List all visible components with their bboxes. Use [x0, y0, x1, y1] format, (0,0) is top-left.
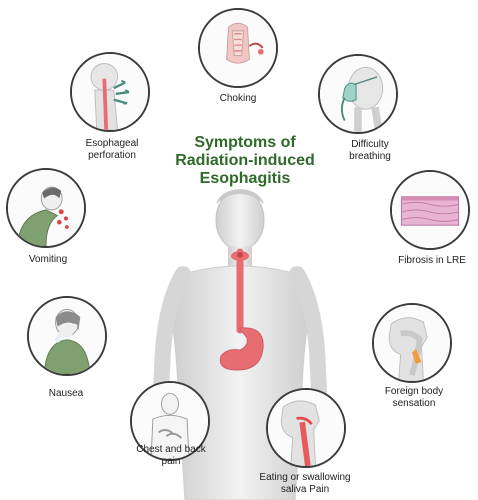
label-nausea-line-1: Nausea: [48, 388, 84, 399]
oxygen-mask-breathing-icon: [320, 56, 396, 132]
badge-vomiting: [6, 168, 86, 248]
badge-difficulty-breathing: [318, 54, 398, 134]
tissue-fibrosis-icon: [392, 172, 468, 248]
label-esophageal-perforation-line-1: Esophageal: [85, 138, 139, 149]
badge-swallowing-pain: [266, 388, 346, 468]
label-choking: Choking: [210, 93, 266, 105]
label-swallowing-pain-line-2: saliva Pain: [280, 484, 330, 495]
foreign-body-throat-icon: [374, 305, 450, 381]
label-swallowing-pain: Eating or swallowing saliva Pain: [250, 472, 360, 496]
title-line-2: Radiation-induced: [175, 152, 315, 169]
esophageal-perforation-icon: [72, 54, 148, 130]
vomiting-person-icon: [8, 170, 84, 246]
label-fibrosis: Fibrosis in LRE: [392, 255, 472, 267]
choking-throat-icon: [200, 10, 276, 86]
badge-chest-pain: [130, 381, 210, 461]
label-choking-line-1: Choking: [219, 93, 257, 104]
badge-esophageal-perforation: [70, 52, 150, 132]
label-foreign-body-line-2: sensation: [392, 398, 436, 409]
label-foreign-body: Foreign body sensation: [376, 386, 452, 410]
nausea-person-icon: [29, 298, 105, 374]
label-foreign-body-line-1: Foreign body: [384, 386, 444, 397]
label-swallowing-pain-line-1: Eating or swallowing: [259, 472, 351, 483]
title-line-3: Esophagitis: [199, 170, 291, 187]
label-chest-pain: Chest and back pain: [128, 444, 214, 468]
swallowing-pain-icon: [268, 390, 344, 466]
label-vomiting: Vomiting: [18, 254, 78, 266]
label-chest-pain-line-1: Chest and back: [136, 444, 206, 455]
label-esophageal-perforation-line-2: perforation: [88, 150, 136, 161]
badge-choking: [198, 8, 278, 88]
badge-fibrosis: [390, 170, 470, 250]
title-line-1: Symptoms of: [194, 134, 296, 151]
badge-foreign-body: [372, 303, 452, 383]
label-difficulty-breathing-line-2: breathing: [349, 151, 391, 162]
label-vomiting-line-1: Vomiting: [28, 254, 68, 265]
chest-pain-icon: [132, 383, 208, 459]
label-difficulty-breathing-line-1: Difficulty: [351, 139, 389, 150]
label-difficulty-breathing: Difficulty breathing: [338, 139, 402, 163]
label-fibrosis-line-1: Fibrosis in LRE: [398, 255, 466, 266]
badge-nausea: [27, 296, 107, 376]
diagram-title: Symptoms of Radiation-induced Esophagiti…: [170, 134, 320, 188]
label-esophageal-perforation: Esophageal perforation: [72, 138, 152, 162]
label-nausea: Nausea: [44, 388, 88, 400]
label-chest-pain-line-2: pain: [161, 456, 181, 467]
